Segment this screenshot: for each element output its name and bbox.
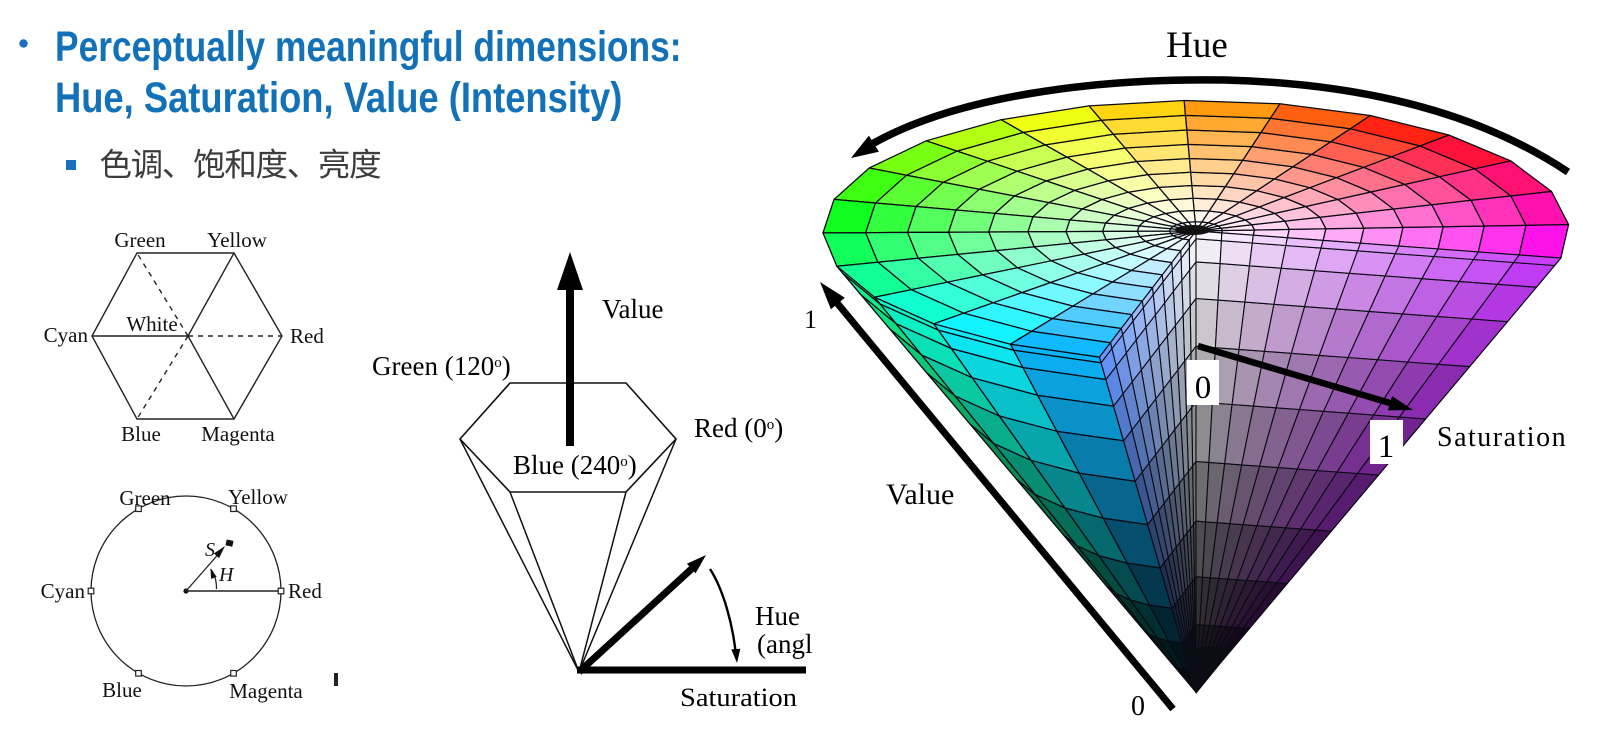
svg-text:Green: Green xyxy=(119,486,171,510)
svg-text:Blue (240o): Blue (240o) xyxy=(513,450,637,480)
svg-text:Magenta: Magenta xyxy=(201,422,275,446)
svg-text:1: 1 xyxy=(804,305,817,334)
svg-text:1: 1 xyxy=(1378,429,1395,465)
svg-text:Green (120o): Green (120o) xyxy=(372,351,511,381)
svg-text:Saturation: Saturation xyxy=(680,683,797,712)
svg-text:H: H xyxy=(218,564,235,586)
svg-text:Yellow: Yellow xyxy=(228,485,289,509)
svg-text:Value: Value xyxy=(886,478,954,511)
svg-text:Green: Green xyxy=(114,228,166,252)
svg-text:Red: Red xyxy=(288,579,322,603)
svg-text:Red: Red xyxy=(290,324,324,348)
svg-text:Cyan: Cyan xyxy=(44,323,89,347)
svg-text:Blue: Blue xyxy=(102,678,142,702)
svg-text:White: White xyxy=(126,312,177,336)
svg-text:Blue: Blue xyxy=(121,422,161,446)
svg-text:Saturation: Saturation xyxy=(1437,422,1567,453)
svg-text:(angl: (angl xyxy=(757,629,812,659)
svg-text:0: 0 xyxy=(1195,370,1212,406)
svg-text:Magenta: Magenta xyxy=(229,679,303,703)
svg-text:S: S xyxy=(205,539,215,561)
svg-text:Cyan: Cyan xyxy=(41,579,86,603)
svg-text:Hue: Hue xyxy=(1166,25,1228,66)
svg-text:0: 0 xyxy=(1131,691,1145,722)
svg-text:Value: Value xyxy=(602,294,663,324)
svg-text:Hue: Hue xyxy=(755,601,800,631)
svg-text:Yellow: Yellow xyxy=(207,228,268,252)
